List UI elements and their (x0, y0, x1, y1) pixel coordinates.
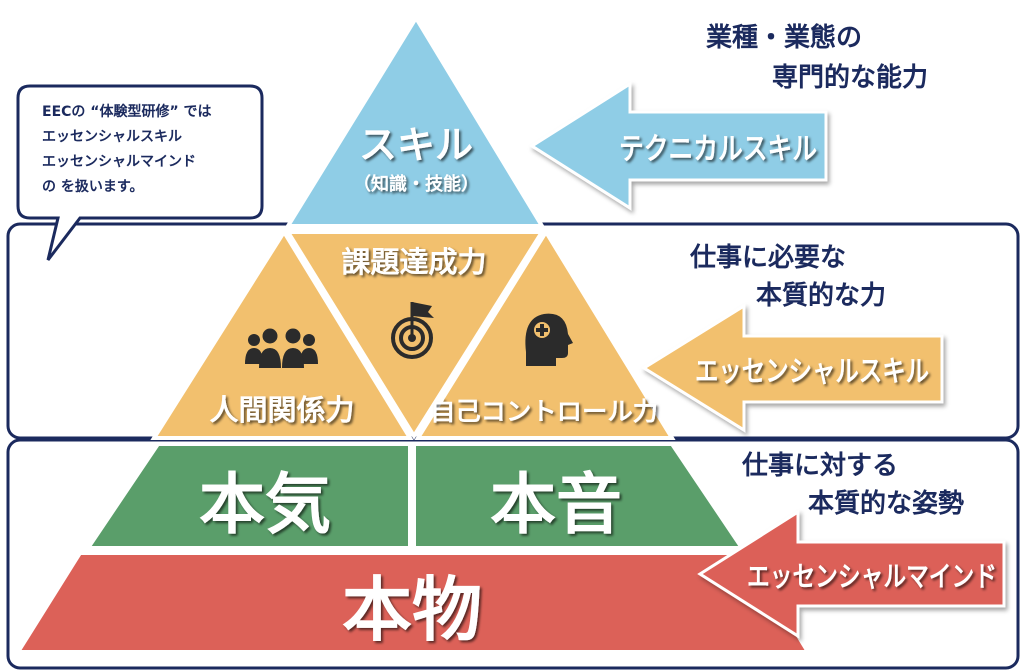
callout-line-4: の を扱います。 (42, 178, 143, 195)
essential-skill-arrow (641, 303, 944, 433)
essential-mind-arrow (697, 509, 1006, 639)
callout-line-3: エッセンシャルマインド (42, 154, 196, 170)
top-title: スキル (359, 123, 473, 167)
callout-line-2: エッセンシャルスキル (42, 129, 182, 145)
top-subtitle: （知識・技能） (353, 173, 479, 195)
lower-left-label: 本気 (199, 466, 331, 543)
svg-text:EECの “体験型研修” では エッセンシャルスキル: EECの “体験型研修” では エッセンシャルスキル エッセンシャルマインド の… (42, 103, 216, 195)
technical-skill-arrow (529, 81, 828, 211)
base-label: 本物 (342, 569, 482, 651)
top-caption-line-1: 業種・業態の (706, 22, 862, 53)
svg-text:仕事に対する 本質的な姿勢: 仕事に対する 本質的な姿勢 (741, 451, 964, 519)
middle-center-label: 課題達成力 (341, 245, 486, 279)
svg-text:業種・業態の 専門的な能力: 業種・業態の 専門的な能力 (706, 22, 928, 93)
middle-caption-line-2: 本質的な力 (756, 280, 886, 311)
essential-skill-arrow-label: エッセンシャルスキル (695, 354, 929, 388)
lower-right-label: 本音 (490, 466, 622, 543)
middle-right-label: 自己コントロール力 (430, 397, 658, 426)
lower-left-layer (84, 442, 412, 550)
base-layer (14, 551, 812, 654)
technical-skill-arrow-label: テクニカルスキル (619, 132, 817, 167)
top-caption-line-2: 専門的な能力 (772, 62, 928, 93)
head-plus-icon (525, 313, 573, 366)
bottom-caption-line-1: 仕事に対する (741, 451, 898, 481)
callout-bubble (16, 84, 264, 261)
svg-text:仕事に必要な 本質的な力: 仕事に必要な 本質的な力 (689, 243, 886, 311)
top-triangle (284, 14, 546, 228)
essential-mind-arrow-label: エッセンシャルマインド (747, 560, 997, 593)
people-icon (245, 328, 318, 368)
target-flag-icon (391, 302, 434, 359)
bottom-caption-line-2: 本質的な姿勢 (808, 488, 964, 519)
middle-center-triangle (284, 230, 546, 440)
middle-left-triangle (150, 228, 414, 440)
middle-caption-line-1: 仕事に必要な (689, 243, 846, 273)
middle-left-label: 人間関係力 (209, 393, 354, 427)
callout-line-1: EECの “体験型研修” では (42, 103, 212, 120)
